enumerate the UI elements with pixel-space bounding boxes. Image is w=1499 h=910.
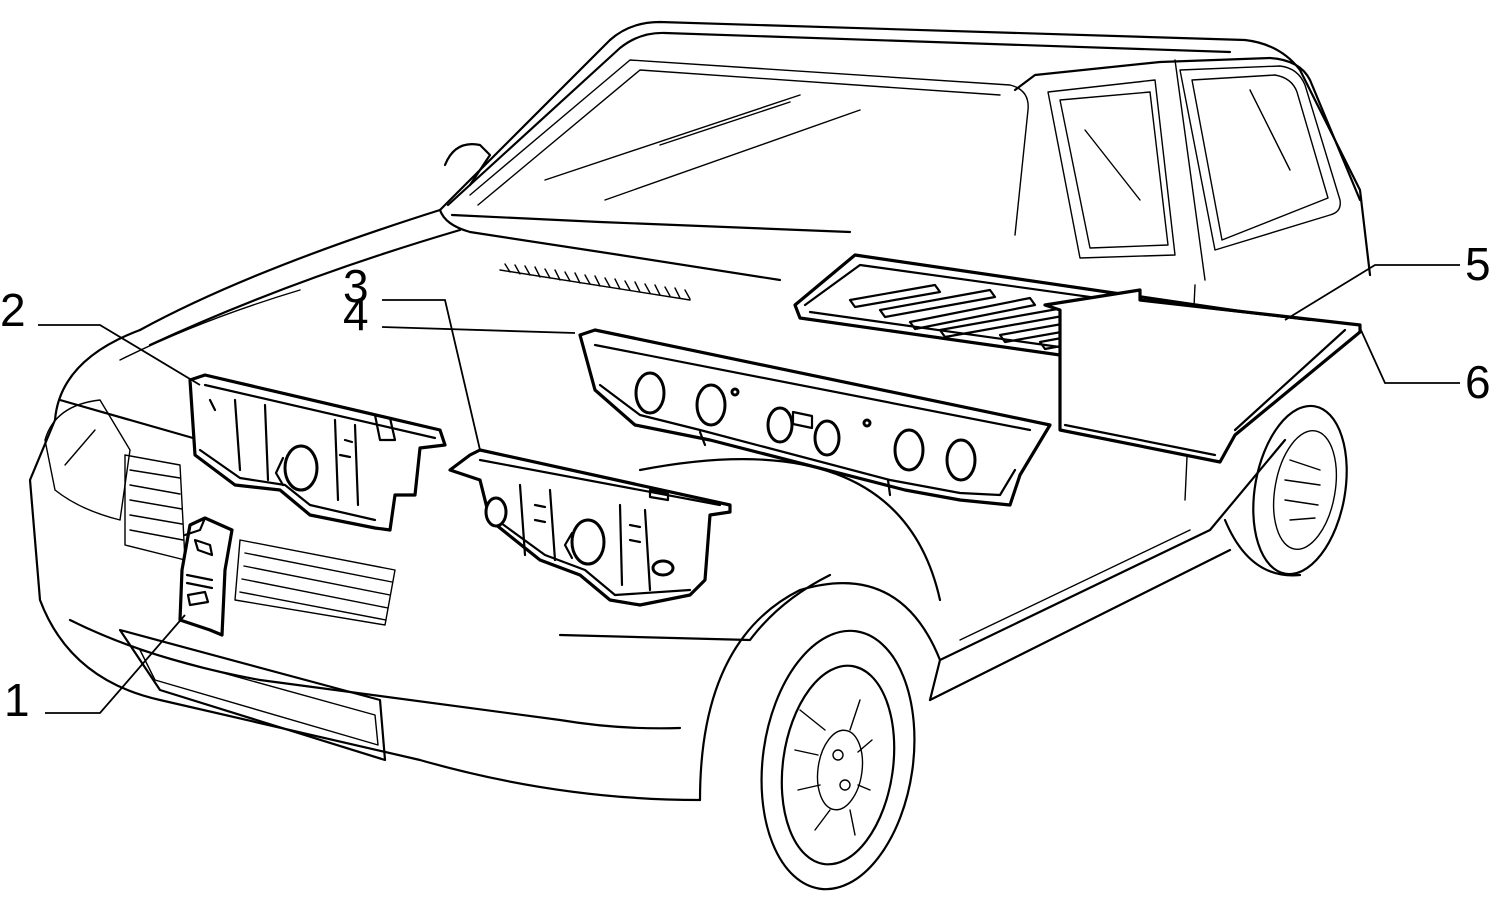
callout-3: 3 (343, 260, 369, 312)
callout-leaders (38, 264, 1460, 714)
front-wheel (760, 629, 916, 891)
callout-4: 4 (343, 288, 369, 340)
car-body (28, 20, 1372, 891)
part-4-cross-member (578, 328, 1052, 507)
callout-labels: 1 2 3 4 5 6 (0, 238, 1491, 726)
callout-2: 2 (0, 284, 26, 336)
leader-3 (382, 299, 481, 451)
leader-1 (45, 614, 186, 714)
part-3-center-panel (448, 448, 732, 607)
part-2-side-panel (188, 373, 447, 532)
leader-2 (38, 324, 201, 386)
part-6-rear-panel (1043, 288, 1362, 464)
callout-5: 5 (1465, 238, 1491, 290)
callout-1: 1 (4, 674, 30, 726)
leader-4 (381, 326, 576, 334)
callout-6: 6 (1465, 356, 1491, 408)
leader-5 (1284, 264, 1460, 321)
hood-vent (499, 263, 691, 301)
rear-wheel (1223, 404, 1348, 577)
part-1-bracket (178, 516, 234, 637)
leader-6 (1359, 327, 1460, 384)
